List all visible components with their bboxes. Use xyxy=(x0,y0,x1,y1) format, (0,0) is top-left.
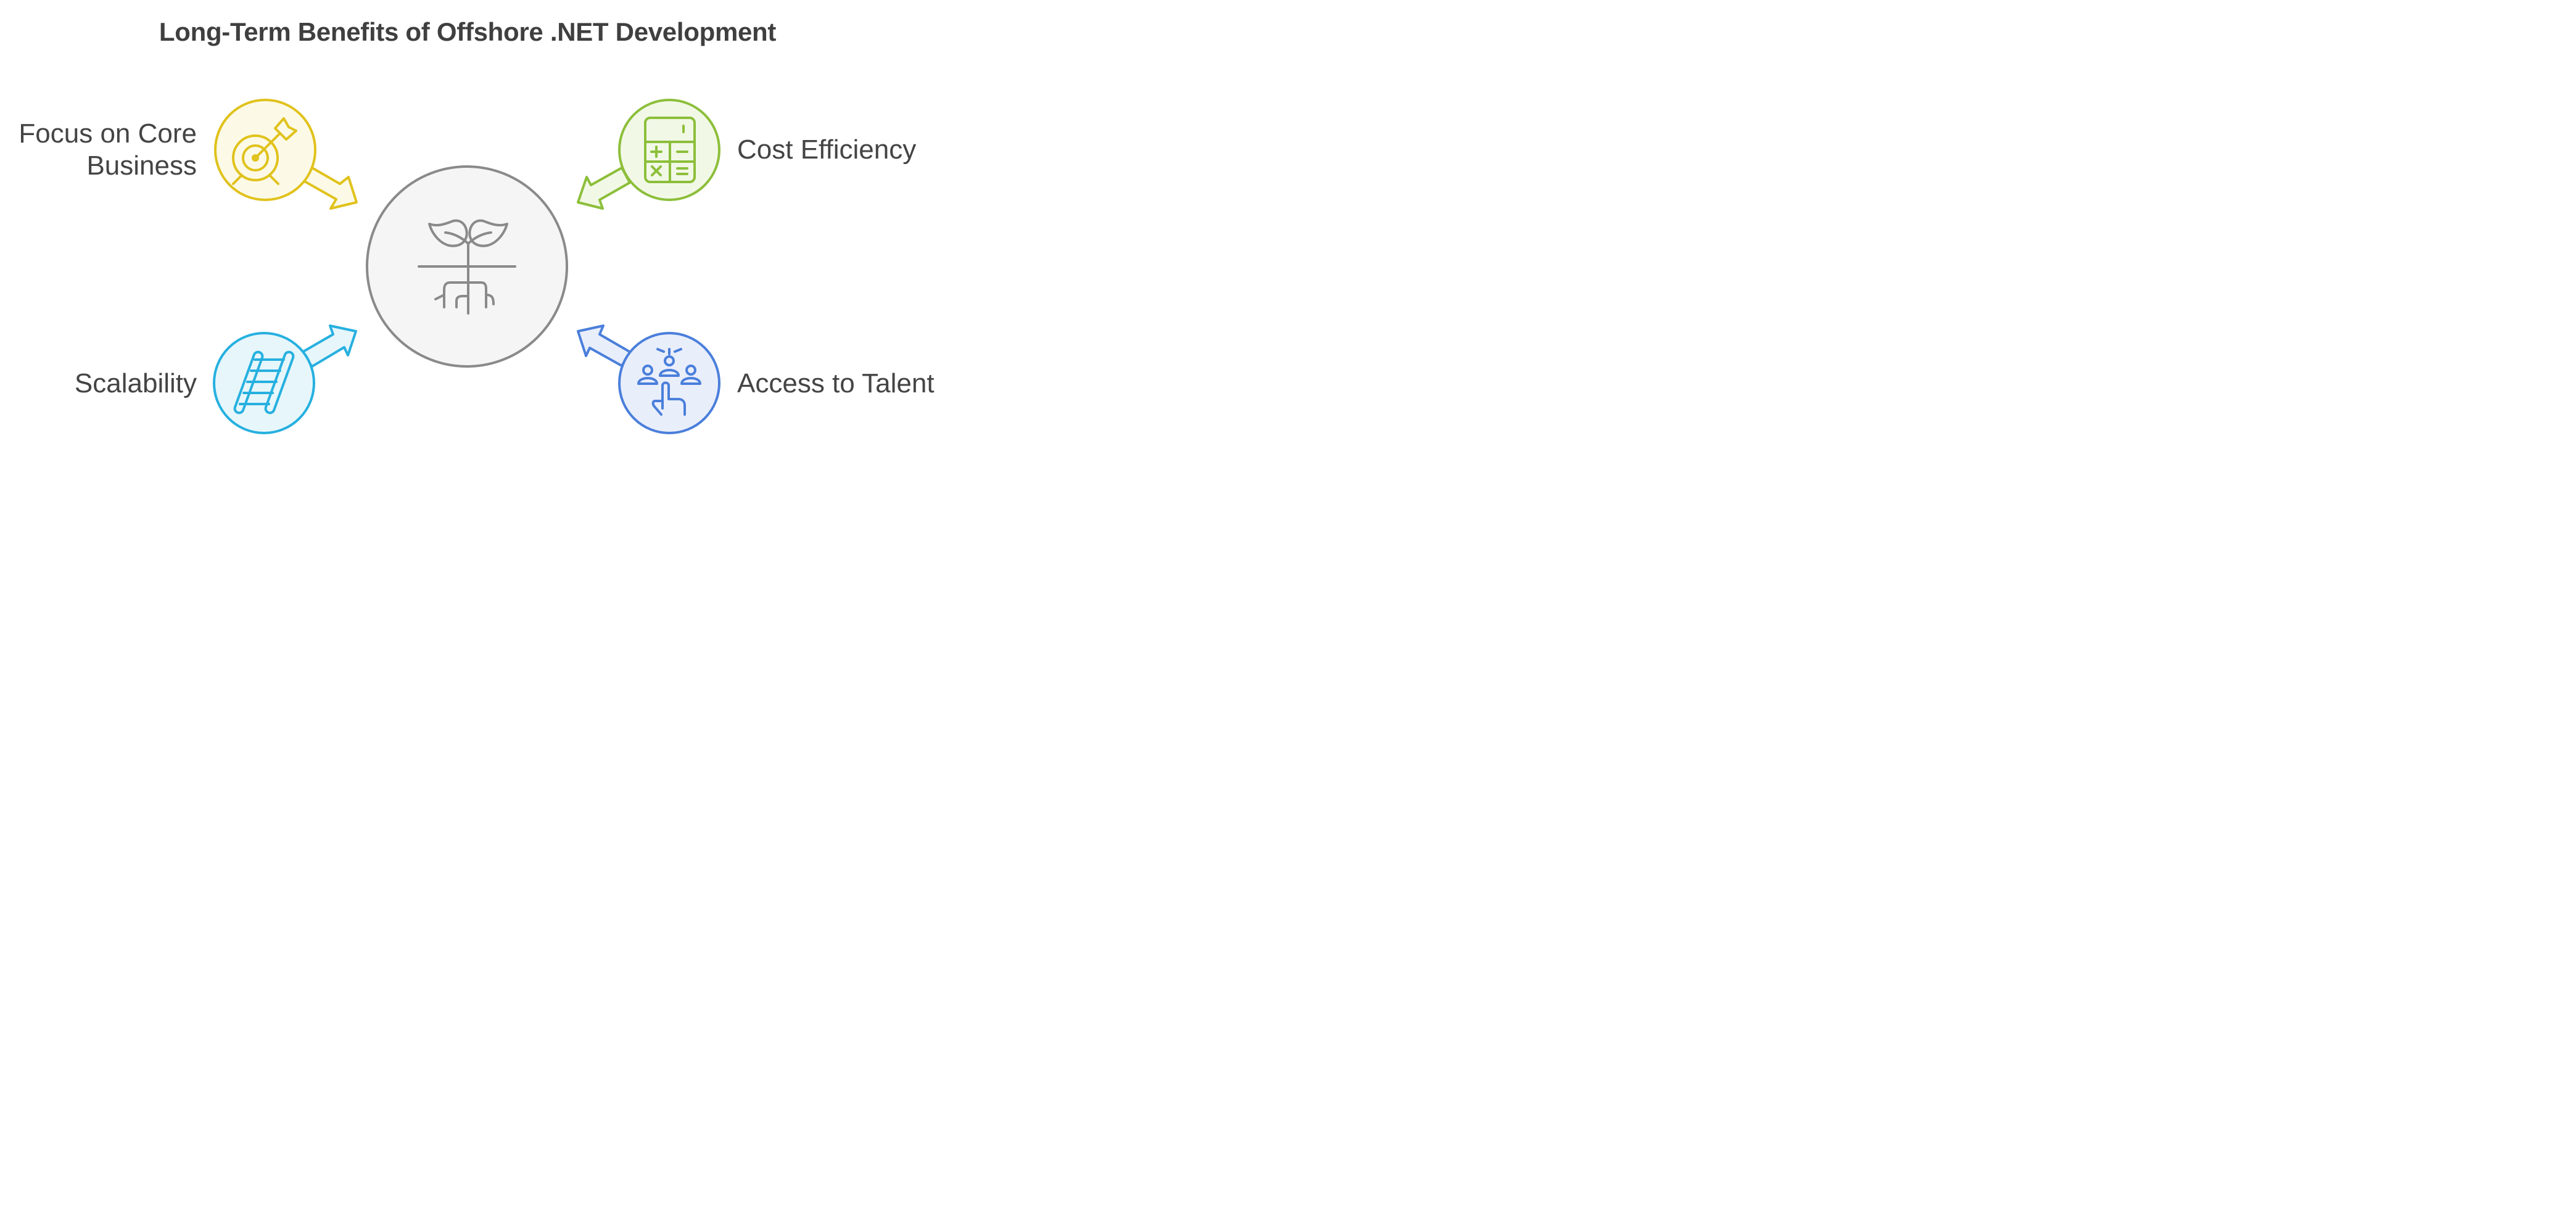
arrow-talent-to-center xyxy=(577,324,632,367)
benefit-label-talent: Access to Talent xyxy=(737,368,935,400)
benefit-label-cost: Cost Efficiency xyxy=(737,134,916,166)
target-arrow-icon xyxy=(232,117,297,185)
ladder-icon xyxy=(233,350,295,415)
arrow-focus-to-center xyxy=(302,164,358,210)
talent-circle xyxy=(618,332,720,434)
diagram-canvas xyxy=(213,99,720,434)
sprouting-plant-roots-icon xyxy=(418,219,516,315)
benefit-label-scalability: Scalability xyxy=(75,368,197,400)
benefit-label-scalability-line1: Scalability xyxy=(74,368,197,398)
page-title: Long-Term Benefits of Offshore .NET Deve… xyxy=(159,17,777,46)
benefit-label-cost-line1: Cost Efficiency xyxy=(737,134,917,165)
benefit-label-focus-line1: Focus on Core xyxy=(19,118,197,149)
benefit-label-focus-line2: Business xyxy=(86,151,197,181)
arrow-cost-to-center xyxy=(577,167,631,210)
diagram: Long-Term Benefits of Offshore .NET Deve… xyxy=(0,0,967,459)
team-select-icon xyxy=(637,348,701,416)
calculator-icon xyxy=(644,117,696,183)
benefit-label-focus: Focus on Core Business xyxy=(19,118,197,182)
benefit-label-talent-line1: Access to Talent xyxy=(737,368,935,398)
arrow-scalability-to-center xyxy=(300,324,357,368)
